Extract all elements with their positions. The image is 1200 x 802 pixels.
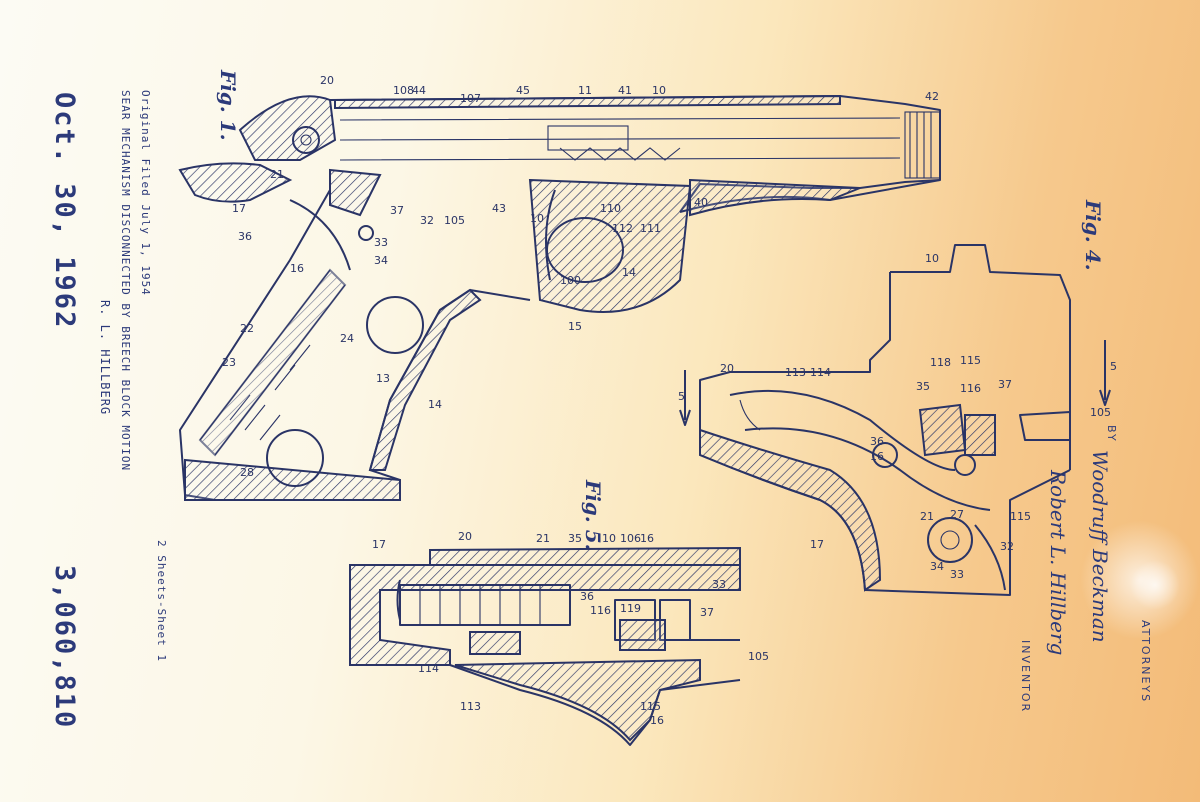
svg-text:41: 41 [618, 84, 632, 97]
svg-text:44: 44 [412, 84, 426, 97]
svg-text:33: 33 [950, 568, 964, 581]
svg-text:106: 106 [620, 532, 641, 545]
svg-text:23: 23 [222, 356, 236, 369]
svg-text:45: 45 [516, 84, 530, 97]
svg-text:40: 40 [694, 196, 708, 209]
svg-text:17: 17 [372, 538, 386, 551]
svg-text:16: 16 [640, 532, 654, 545]
svg-text:32: 32 [420, 214, 434, 227]
svg-text:118: 118 [930, 356, 951, 369]
svg-text:36: 36 [238, 230, 252, 243]
svg-text:24: 24 [340, 332, 354, 345]
svg-text:20: 20 [320, 74, 334, 87]
svg-text:116: 116 [960, 382, 981, 395]
svg-text:17: 17 [232, 202, 246, 215]
svg-text:10: 10 [925, 252, 939, 265]
fig4-frame-section: 10 20 113 114 118 115 35 116 37 36 16 105 115 21 2… [678, 244, 1117, 596]
svg-text:34: 34 [374, 254, 388, 267]
svg-text:28: 28 [240, 466, 254, 479]
light-glare-core [1130, 560, 1180, 610]
svg-text:35: 35 [916, 380, 930, 393]
svg-text:116: 116 [590, 604, 611, 617]
fig5-cross-section: 17 20 21 35 10 106 16 33 36 116 119 37 105 114 113… [349, 530, 769, 746]
svg-text:35: 35 [568, 532, 582, 545]
svg-text:22: 22 [240, 322, 254, 335]
svg-text:115: 115 [960, 354, 981, 367]
svg-text:114: 114 [810, 366, 831, 379]
svg-text:100: 100 [560, 274, 581, 287]
svg-text:16: 16 [870, 450, 884, 463]
svg-text:43: 43 [492, 202, 506, 215]
svg-text:37: 37 [700, 606, 714, 619]
svg-text:119: 119 [620, 602, 641, 615]
svg-text:10: 10 [652, 84, 666, 97]
svg-text:105: 105 [748, 650, 769, 663]
svg-text:115: 115 [1010, 510, 1031, 523]
svg-text:107: 107 [460, 92, 481, 105]
svg-text:14: 14 [622, 266, 636, 279]
svg-text:10: 10 [530, 212, 544, 225]
svg-text:105: 105 [1090, 406, 1111, 419]
svg-text:16: 16 [650, 714, 664, 727]
svg-text:5: 5 [1110, 360, 1117, 373]
svg-text:37: 37 [390, 204, 404, 217]
svg-text:15: 15 [568, 320, 582, 333]
svg-text:33: 33 [374, 236, 388, 249]
svg-text:114: 114 [418, 662, 439, 675]
svg-text:10: 10 [602, 532, 616, 545]
svg-text:20: 20 [458, 530, 472, 543]
svg-text:36: 36 [870, 435, 884, 448]
svg-text:42: 42 [925, 90, 939, 103]
svg-text:108: 108 [393, 84, 414, 97]
svg-text:34: 34 [930, 560, 944, 573]
svg-text:113: 113 [460, 700, 481, 713]
svg-text:21: 21 [270, 168, 284, 181]
svg-text:16: 16 [290, 262, 304, 275]
svg-text:5: 5 [678, 390, 685, 403]
svg-text:105: 105 [444, 214, 465, 227]
svg-text:27: 27 [950, 508, 964, 521]
svg-text:17: 17 [810, 538, 824, 551]
svg-text:36: 36 [580, 590, 594, 603]
svg-text:115: 115 [640, 700, 661, 713]
svg-text:110: 110 [600, 202, 621, 215]
svg-text:21: 21 [536, 532, 550, 545]
svg-text:11: 11 [578, 84, 592, 97]
svg-text:113: 113 [785, 366, 806, 379]
svg-text:37: 37 [998, 378, 1012, 391]
svg-text:111: 111 [640, 222, 661, 235]
svg-text:33: 33 [712, 578, 726, 591]
svg-text:20: 20 [720, 362, 734, 375]
svg-text:112: 112 [612, 222, 633, 235]
svg-text:14: 14 [428, 398, 442, 411]
svg-text:21: 21 [920, 510, 934, 523]
svg-text:13: 13 [376, 372, 390, 385]
svg-text:32: 32 [1000, 540, 1014, 553]
